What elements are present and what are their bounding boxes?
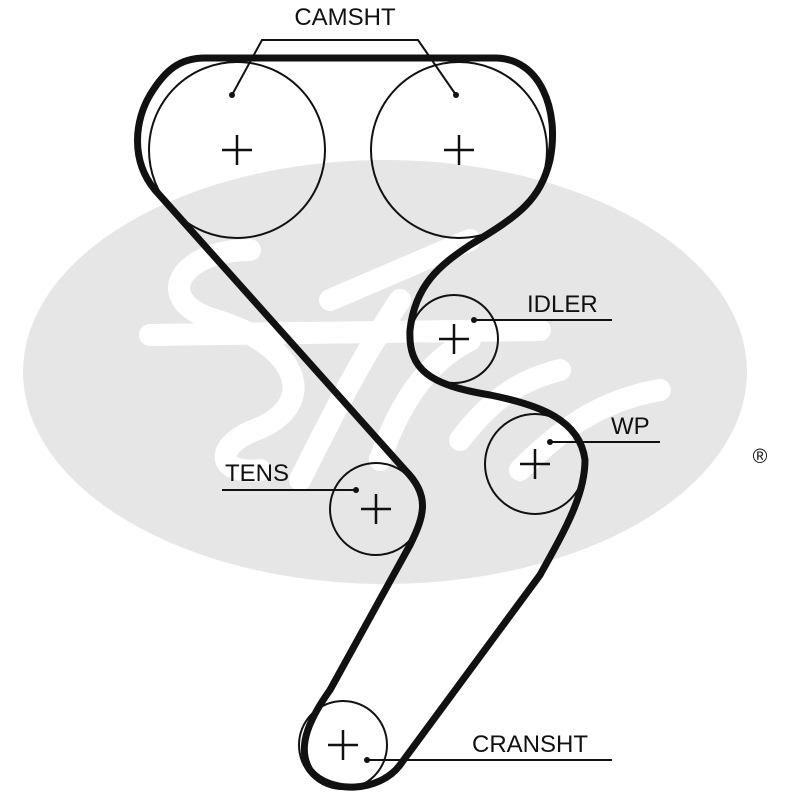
camshaft-pulley-right [370, 61, 548, 239]
camshaft-label: CAMSHT [294, 4, 396, 31]
camshaft-right-center-cross [444, 135, 474, 165]
tensioner-label: TENS [225, 460, 289, 487]
timing-belt [134, 54, 589, 791]
water-pump-label: WP [611, 413, 650, 440]
gates-watermark-logo: ® [23, 160, 768, 584]
water-pump-center-cross [520, 449, 550, 479]
crankshaft-label: CRANSHT [472, 731, 588, 758]
registered-mark: ® [753, 446, 768, 468]
camshaft-left-center-cross [222, 135, 252, 165]
camshaft-pulley-left [148, 61, 326, 239]
camshaft-leader-line [231, 39, 457, 96]
idler-label: IDLER [527, 291, 598, 318]
tensioner-center-cross [361, 494, 391, 524]
idler-center-cross [439, 324, 469, 354]
crankshaft-center-cross [328, 730, 358, 760]
